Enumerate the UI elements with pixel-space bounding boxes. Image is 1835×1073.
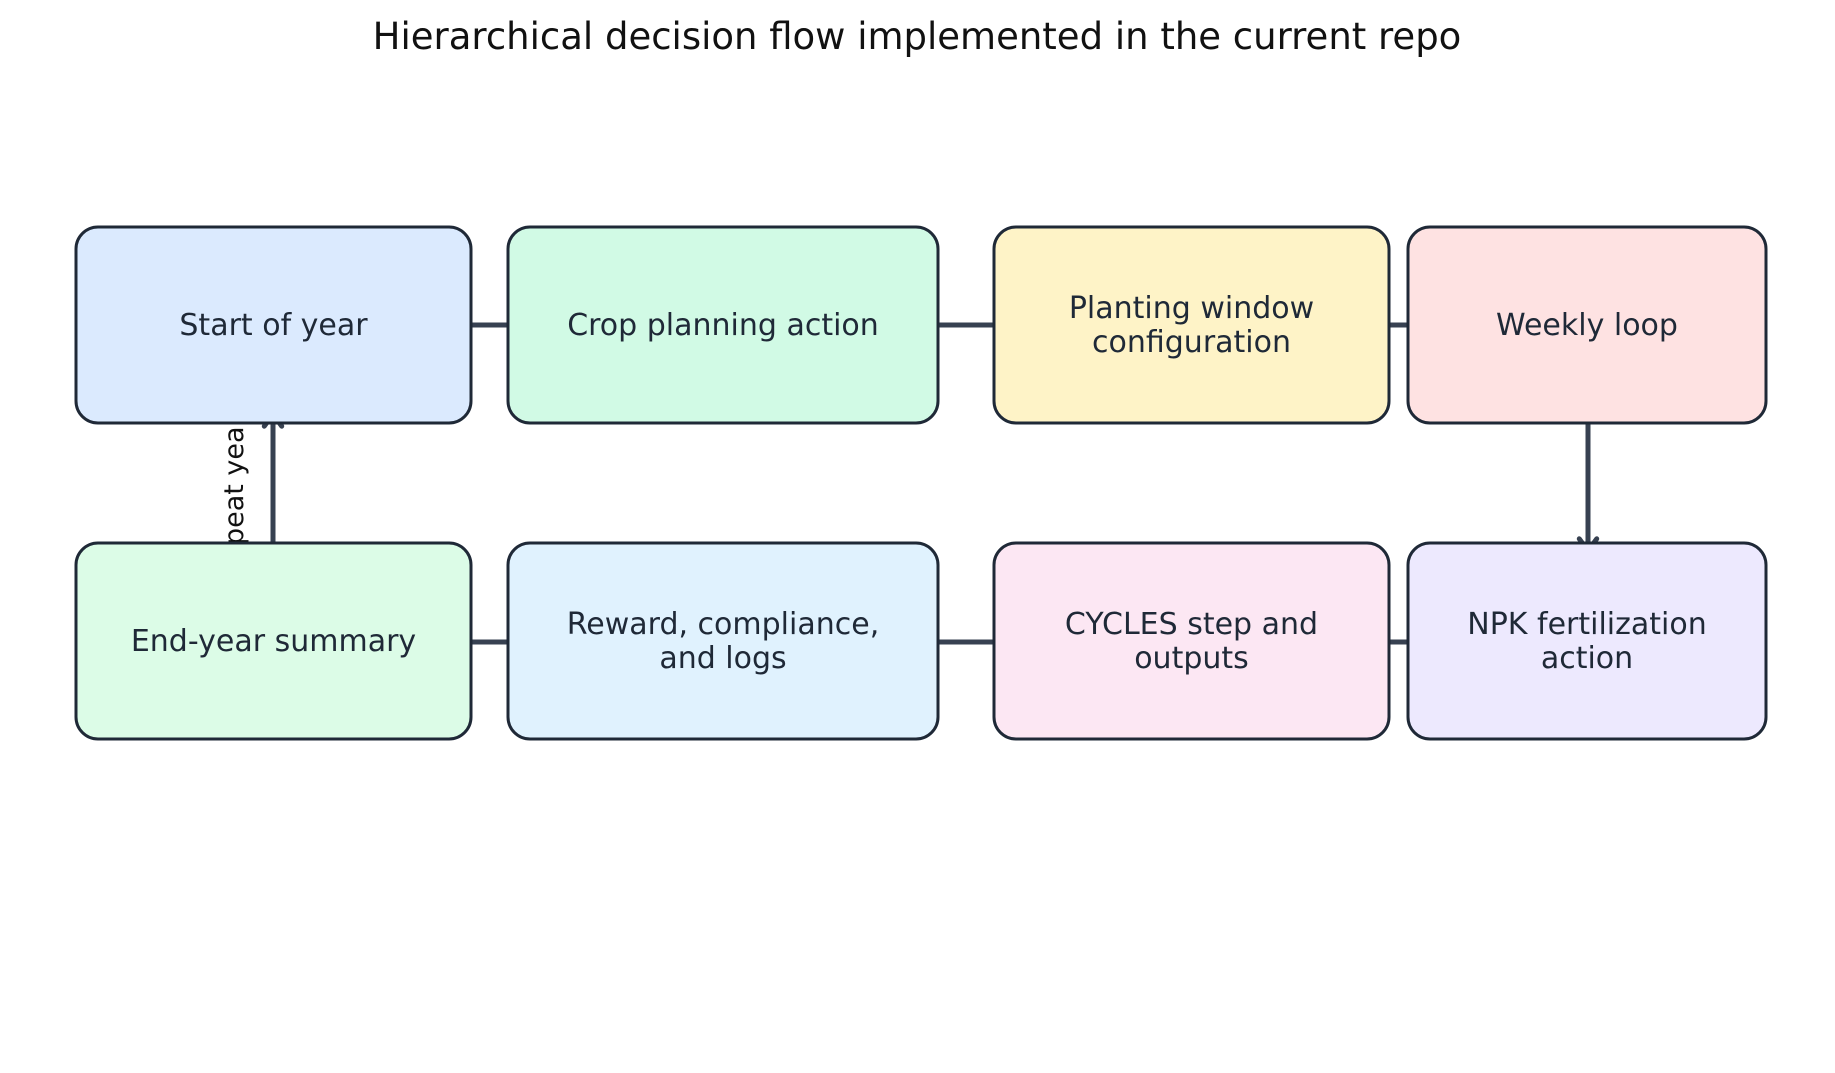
node-label: Start of year [179, 308, 368, 343]
node-label: Weekly loop [1496, 308, 1678, 343]
node-reward-compliance-logs: Reward, compliance,and logs [506, 541, 940, 741]
node-box [1406, 225, 1768, 425]
node-box [1406, 541, 1768, 741]
node-crop-planning-action: Crop planning action [506, 225, 940, 425]
node-label: Crop planning action [567, 308, 879, 343]
node-label: configuration [1092, 325, 1291, 360]
node-label: and logs [659, 641, 786, 676]
node-label: CYCLES step and [1065, 607, 1318, 642]
node-box [992, 541, 1391, 741]
node-start-of-year: Start of year [74, 225, 473, 425]
diagram-title: Hierarchical decision flow implemented i… [373, 15, 1462, 58]
node-label: Reward, compliance, [567, 607, 879, 642]
node-label: Planting window [1069, 291, 1314, 326]
node-label: outputs [1134, 641, 1249, 676]
edge-weekly-loop-to-npk-fertilization-action [1576, 407, 1600, 554]
nodes-layer: Start of year Crop planning action Plantin… [74, 225, 1768, 741]
node-label: End-year summary [131, 624, 416, 659]
node-box [992, 225, 1391, 425]
node-box [506, 541, 940, 741]
node-end-year-summary: End-year summary [74, 541, 473, 741]
node-box [74, 541, 473, 741]
node-box [506, 225, 940, 425]
node-label: action [1541, 641, 1633, 676]
node-box [74, 225, 473, 425]
node-weekly-loop: Weekly loop [1406, 225, 1768, 425]
node-label: NPK fertilization [1467, 607, 1706, 642]
